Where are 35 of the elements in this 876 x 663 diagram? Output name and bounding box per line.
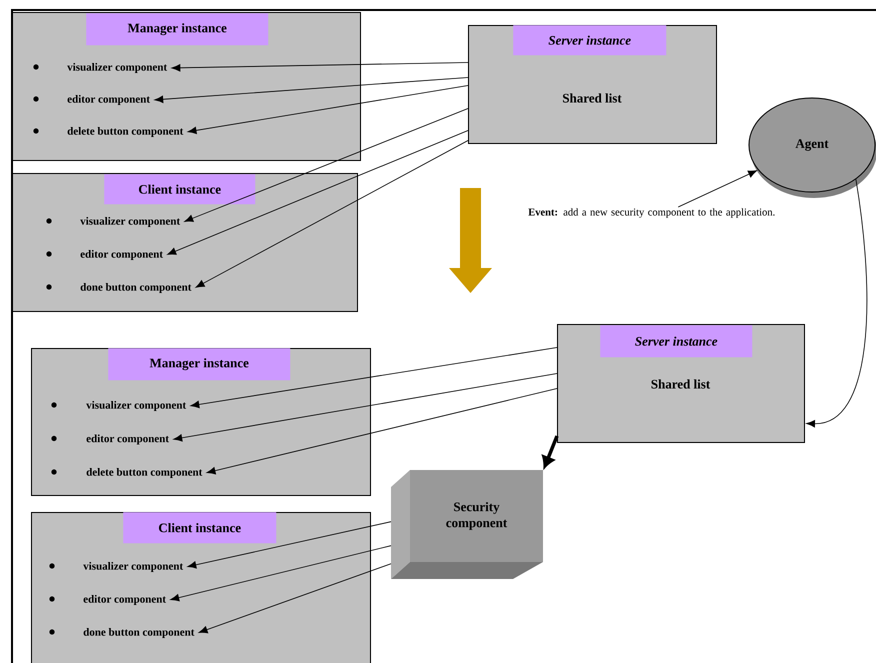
panel-title: Manager instance	[108, 348, 290, 380]
list-item: visualizer component	[80, 217, 180, 227]
event-note: Event: add a new security component to the application.	[528, 208, 774, 218]
arrow	[154, 77, 468, 103]
arrow	[188, 85, 468, 134]
arrow	[167, 130, 468, 255]
arrow	[190, 347, 558, 408]
list-item: done button component	[80, 283, 192, 293]
arrow	[173, 373, 558, 442]
arrow	[171, 62, 468, 72]
list-item: visualizer component	[86, 401, 186, 411]
panel-title: Client instance	[123, 512, 276, 544]
arrow	[206, 388, 558, 474]
list-item: editor component	[80, 250, 163, 260]
arrow	[196, 140, 468, 288]
list-item: visualizer component	[83, 562, 184, 572]
list-item: editor component	[84, 595, 166, 605]
panel-title: Server instance	[513, 25, 666, 56]
list-item: delete button component	[68, 127, 184, 137]
arrow	[198, 563, 392, 634]
arrow	[170, 545, 392, 602]
panel-title: Manager instance	[86, 13, 268, 46]
arrow	[806, 178, 868, 428]
arrow	[184, 108, 468, 222]
arrow	[678, 170, 757, 208]
panel-title: Client instance	[104, 174, 256, 204]
list-item: done button component	[84, 628, 194, 638]
arrow	[542, 435, 559, 468]
panel-title: Server instance	[600, 325, 752, 358]
list-item: delete button component	[86, 468, 202, 478]
box-label: Shared list	[652, 379, 710, 389]
box-label: Shared list	[563, 93, 622, 103]
list-item: visualizer component	[67, 63, 168, 73]
list-item: editor component	[68, 95, 150, 105]
list-item: editor component	[86, 434, 169, 444]
